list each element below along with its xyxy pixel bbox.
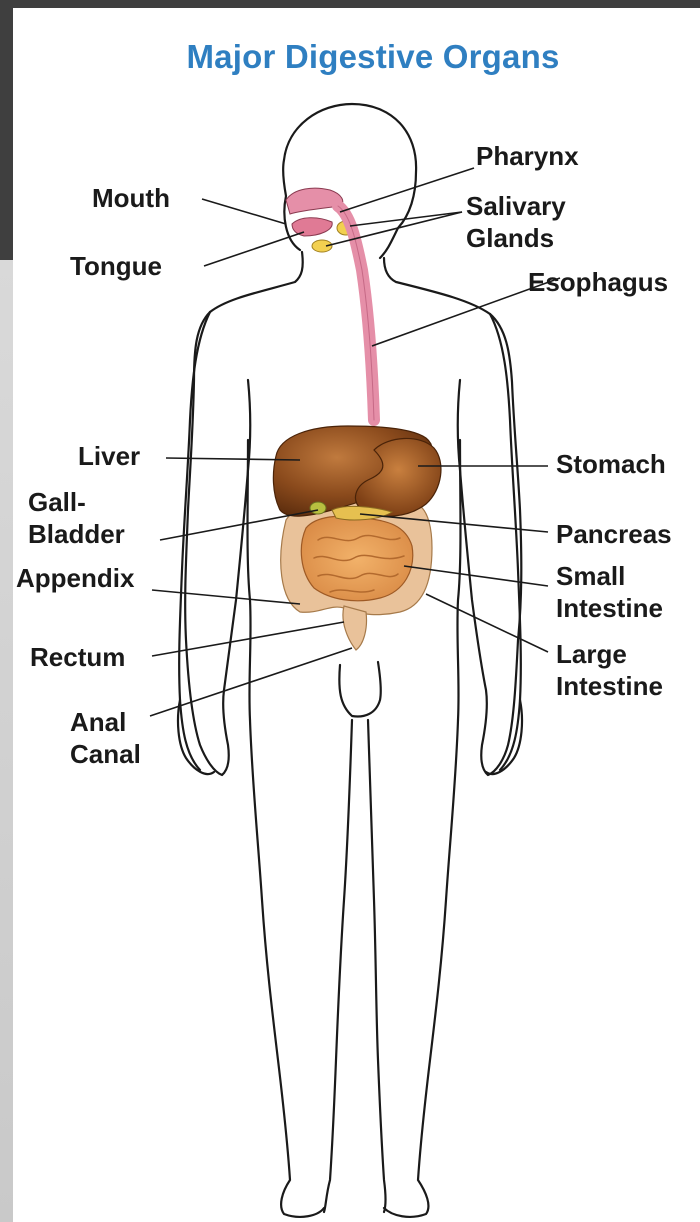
label-salivary-glands: Salivary Glands [466, 190, 566, 254]
line-large-intestine [426, 594, 548, 652]
label-anal-line2: Canal [70, 738, 141, 770]
label-salivary-line1: Salivary [466, 190, 566, 222]
label-tongue: Tongue [70, 250, 162, 282]
label-anal-canal: Anal Canal [70, 706, 141, 770]
label-mouth: Mouth [92, 182, 170, 214]
right-hand [486, 700, 522, 774]
label-small-line1: Small [556, 560, 663, 592]
right-hip-outline [457, 440, 460, 720]
label-stomach: Stomach [556, 448, 666, 480]
label-large-line2: Intestine [556, 670, 663, 702]
label-rectum: Rectum [30, 641, 125, 673]
line-tongue [204, 232, 304, 266]
label-esophagus: Esophagus [528, 266, 668, 298]
left-hip-outline [248, 440, 251, 720]
line-mouth [202, 199, 286, 224]
label-gallbladder-line2: Bladder [28, 518, 125, 550]
rectum-shape [343, 606, 367, 650]
right-leg-inner [368, 720, 386, 1212]
gallbladder-shape [310, 502, 326, 514]
left-leg-outer [250, 720, 324, 1217]
label-liver: Liver [78, 440, 140, 472]
label-salivary-line2: Glands [466, 222, 566, 254]
line-salivary-1 [350, 212, 462, 226]
label-anal-line1: Anal [70, 706, 141, 738]
label-pharynx: Pharynx [476, 140, 579, 172]
right-arm-outer [490, 314, 521, 770]
right-leg-outer [384, 720, 458, 1217]
label-gallbladder: Gall- Bladder [28, 486, 125, 550]
label-gallbladder-line1: Gall- [28, 486, 125, 518]
line-appendix [152, 590, 300, 604]
label-pancreas: Pancreas [556, 518, 672, 550]
label-large-line1: Large [556, 638, 663, 670]
label-large-intestine: Large Intestine [556, 638, 663, 702]
label-small-line2: Intestine [556, 592, 663, 624]
left-leg-inner [324, 720, 352, 1212]
body-outline [178, 104, 522, 1217]
groin-outline [339, 662, 381, 716]
line-pharynx [340, 168, 474, 212]
label-appendix: Appendix [16, 562, 134, 594]
label-small-intestine: Small Intestine [556, 560, 663, 624]
